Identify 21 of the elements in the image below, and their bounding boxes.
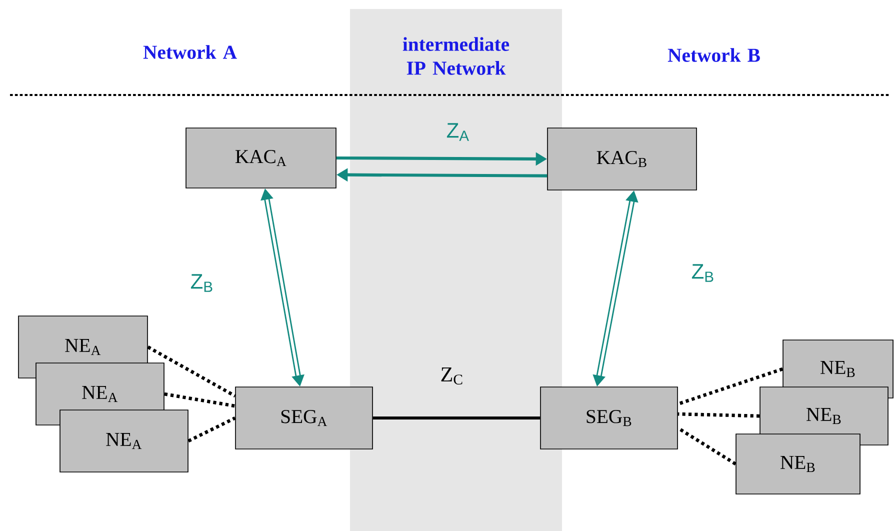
network-label: Network B (668, 48, 760, 62)
gateway-box: SEG$_{B}$ (540, 386, 678, 450)
connector-line (677, 426, 736, 466)
connector-line (188, 416, 236, 443)
key-center-box: KAC$_{B}$ (547, 128, 697, 190)
edge-label: Z$_{B}$ (692, 264, 714, 282)
edge-label: Z$_{A}$ (446, 123, 469, 141)
edge-label: Z$_{B}$ (190, 274, 212, 292)
connector-line (164, 392, 236, 408)
gateway-box: SEG$_{A}$ (235, 386, 373, 450)
edge-label: Z$_{C}$ (441, 368, 462, 384)
key-center-box: KAC$_{A}$ (186, 128, 336, 188)
connector-line (678, 412, 760, 418)
network-label: Network A (143, 45, 237, 59)
network-label: intermediate IP Network (402, 37, 510, 75)
network-element-box: NE$_{A}$ (60, 410, 188, 472)
network-element-box: NE$_{B}$ (736, 434, 860, 494)
node-label: NE$_{B}$ (820, 361, 855, 377)
connector-line (372, 416, 540, 420)
connector-line (677, 367, 784, 406)
connector-line (147, 346, 236, 398)
